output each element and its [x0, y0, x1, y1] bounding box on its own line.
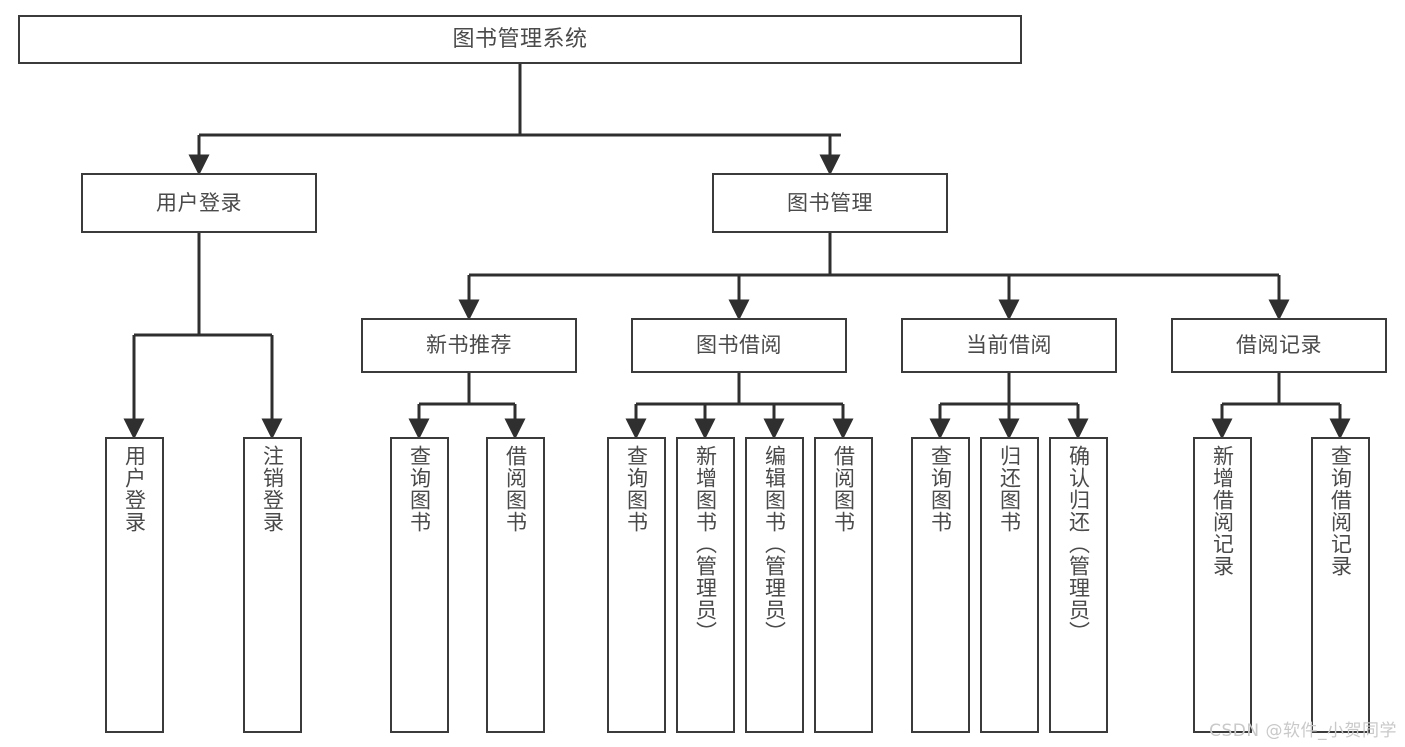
node-leaf-borrow-book-1[interactable]: 借阅图书 [486, 437, 545, 733]
node-label: 用户登录 [156, 190, 242, 215]
node-leaf-query-book-1[interactable]: 查询图书 [390, 437, 449, 733]
node-root-system[interactable]: 图书管理系统 [18, 15, 1022, 64]
node-label: 归还图书 [997, 445, 1022, 533]
node-label: 图书管理系统 [452, 26, 588, 52]
node-leaf-edit-book[interactable]: 编辑图书（管理员） [745, 437, 804, 733]
node-label: 借阅图书 [503, 445, 528, 533]
csdn-watermark: CSDN @软件_小贺同学 [1209, 721, 1397, 741]
node-label: 注销登录 [260, 445, 285, 533]
node-leaf-borrow-book-2[interactable]: 借阅图书 [814, 437, 873, 733]
node-user-login[interactable]: 用户登录 [81, 173, 317, 233]
node-label: 查询图书 [407, 445, 432, 533]
node-borrow-record[interactable]: 借阅记录 [1171, 318, 1387, 373]
node-book-borrow[interactable]: 图书借阅 [631, 318, 847, 373]
node-leaf-return-book[interactable]: 归还图书 [980, 437, 1039, 733]
node-label: 查询借阅记录 [1328, 445, 1353, 577]
node-label: 图书管理 [787, 190, 873, 215]
node-label: 新书推荐 [426, 333, 512, 358]
node-new-book-recommend[interactable]: 新书推荐 [361, 318, 577, 373]
node-leaf-logout-login[interactable]: 注销登录 [243, 437, 302, 733]
node-label: 当前借阅 [966, 333, 1052, 358]
node-leaf-query-record[interactable]: 查询借阅记录 [1311, 437, 1370, 733]
node-current-borrow[interactable]: 当前借阅 [901, 318, 1117, 373]
node-leaf-query-book-2[interactable]: 查询图书 [607, 437, 666, 733]
node-leaf-query-book-3[interactable]: 查询图书 [911, 437, 970, 733]
node-label: 确认归还（管理员） [1066, 445, 1091, 643]
node-label: 新增借阅记录 [1210, 445, 1235, 577]
node-label: 查询图书 [928, 445, 953, 533]
node-label: 借阅图书 [831, 445, 856, 533]
node-leaf-add-book[interactable]: 新增图书（管理员） [676, 437, 735, 733]
node-book-manage[interactable]: 图书管理 [712, 173, 948, 233]
node-leaf-user-login[interactable]: 用户登录 [105, 437, 164, 733]
node-label: 借阅记录 [1236, 333, 1322, 358]
node-label: 图书借阅 [696, 333, 782, 358]
node-label: 查询图书 [624, 445, 649, 533]
node-label: 编辑图书（管理员） [762, 445, 787, 643]
node-label: 新增图书（管理员） [693, 445, 718, 643]
node-label: 用户登录 [122, 445, 147, 533]
node-leaf-add-record[interactable]: 新增借阅记录 [1193, 437, 1252, 733]
node-leaf-confirm-return[interactable]: 确认归还（管理员） [1049, 437, 1108, 733]
